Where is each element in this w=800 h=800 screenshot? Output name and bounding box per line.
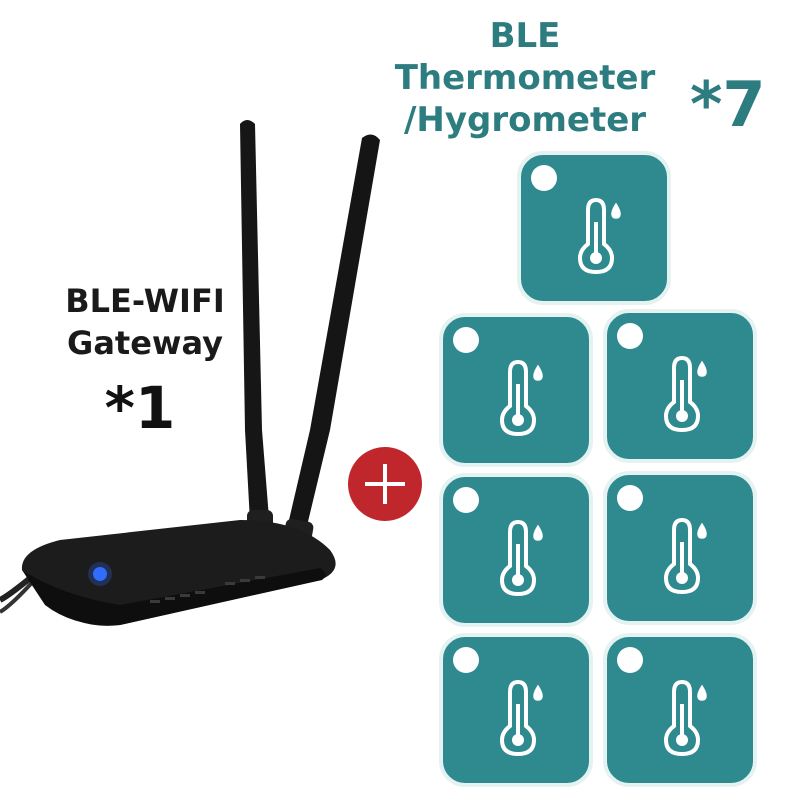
sensor-title-line1: BLE	[489, 16, 561, 56]
thermometer-droplet-icon	[499, 519, 543, 597]
thermometer-droplet-icon	[577, 197, 621, 275]
sensor-title: BLE Thermometer /Hygrometer	[360, 15, 690, 141]
sensor-tag	[438, 472, 594, 628]
thermometer-droplet-icon	[499, 679, 543, 757]
thermometer-droplet-icon	[663, 517, 707, 595]
thermometer-droplet-icon	[663, 355, 707, 433]
sensor-tag	[602, 470, 758, 626]
plus-circle-icon	[348, 447, 422, 521]
gateway-title: BLE-WIFI Gateway	[30, 280, 260, 364]
gateway-quantity: *1	[104, 374, 176, 442]
thermometer-droplet-icon	[663, 679, 707, 757]
sensor-tag	[602, 308, 758, 464]
sensor-tag	[438, 312, 594, 468]
gateway-title-line1: BLE-WIFI	[65, 282, 225, 320]
sensor-tag	[438, 632, 594, 788]
sensor-title-line2: Thermometer	[394, 58, 656, 98]
sensor-tag	[602, 632, 758, 788]
thermometer-droplet-icon	[499, 359, 543, 437]
gateway-title-line2: Gateway	[67, 324, 223, 362]
sensor-quantity: *7	[690, 68, 766, 141]
sensor-title-line3: /Hygrometer	[403, 100, 647, 140]
gateway-image	[0, 120, 380, 626]
sensor-tag	[516, 150, 672, 306]
